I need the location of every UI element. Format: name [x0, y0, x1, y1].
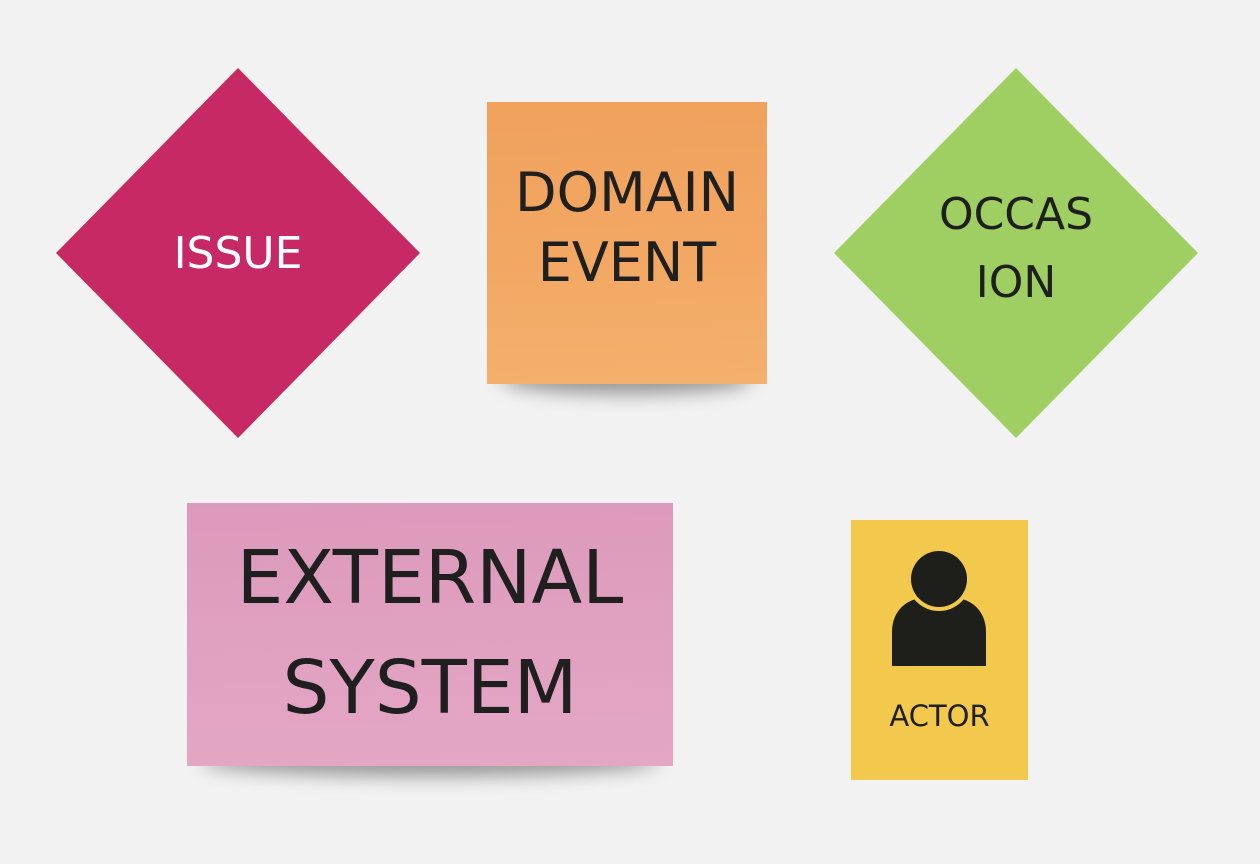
domain-event-paper: [487, 102, 767, 384]
issue-label: ISSUE: [173, 227, 303, 279]
occasion-diamond[interactable]: OCCAS ION: [834, 68, 1198, 438]
actor-card[interactable]: ACTOR: [851, 520, 1028, 780]
external-system-paper: [187, 503, 673, 766]
occasion-label: OCCAS ION: [938, 189, 1094, 308]
external-system-sticky[interactable]: EXTERNAL SYSTEM: [187, 503, 673, 776]
issue-diamond-shape: [56, 68, 420, 438]
domain-event-label: DOMAIN EVENT: [515, 161, 739, 294]
external-system-label: EXTERNAL SYSTEM: [236, 535, 624, 731]
actor-label: ACTOR: [889, 699, 990, 733]
domain-event-sticky[interactable]: DOMAIN EVENT: [487, 102, 767, 394]
person-icon: [892, 548, 986, 666]
occasion-diamond-shape: [834, 68, 1198, 438]
issue-diamond[interactable]: ISSUE: [56, 68, 420, 438]
